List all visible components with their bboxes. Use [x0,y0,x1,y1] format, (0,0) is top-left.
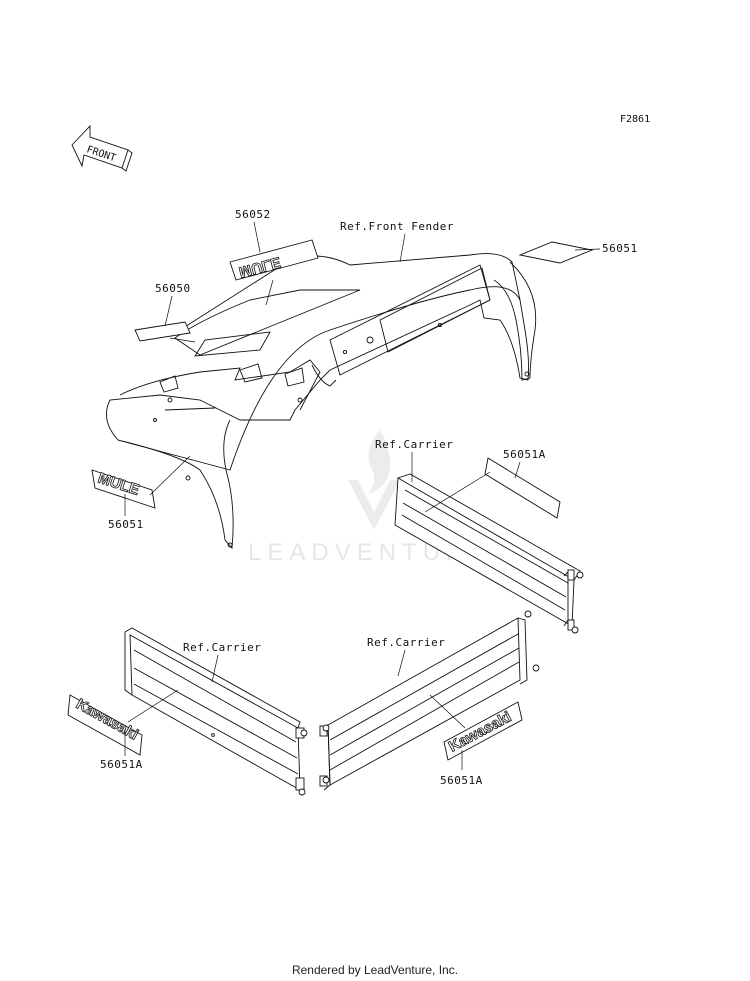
decal-56051-mule: MULE [91,469,156,509]
callout-56051-top: 56051 [602,242,638,255]
decal-kawasaki-left: Kawasaki [67,694,143,756]
decal-56051-top [518,241,594,264]
callout-ref-carrier-center: Ref.Carrier [367,636,445,649]
callout-56051A-right: 56051A [503,448,546,461]
decal-56051A-right [484,457,561,519]
carrier-panel-right [394,473,584,634]
carrier-panel-left [124,627,308,796]
callout-ref-carrier-right: Ref.Carrier [375,438,453,451]
callout-56051A-left: 56051A [100,758,143,771]
callouts: 56052 Ref.Front Fender 56051 56050 56051… [100,208,638,787]
callout-56052: 56052 [235,208,271,221]
front-arrow-icon: FRONT [71,124,133,172]
callout-56050: 56050 [155,282,191,295]
decal-56052: MULE [229,239,319,281]
figure-code: F2861 [620,114,650,125]
callout-56051A-center: 56051A [440,774,483,787]
callout-56051-bottom: 56051 [108,518,144,531]
callout-ref-front-fender: Ref.Front Fender [340,220,454,233]
carrier-panel-center [319,610,540,791]
front-fender-drawing [105,253,537,550]
decal-56050 [134,321,191,342]
callout-ref-carrier-left: Ref.Carrier [183,641,261,654]
footer-credit: Rendered by LeadVenture, Inc. [291,963,459,977]
